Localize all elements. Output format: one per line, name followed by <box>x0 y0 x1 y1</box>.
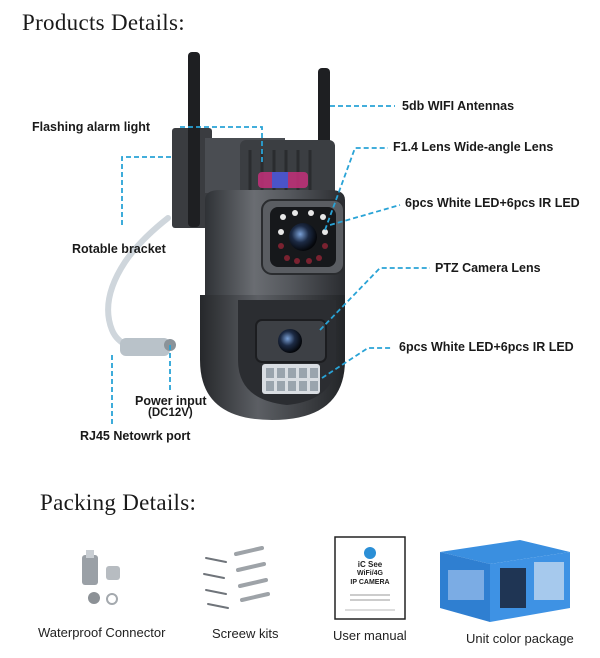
rj45-connector <box>120 338 170 356</box>
manual-line2: IP CAMERA <box>350 579 390 586</box>
callout-lens-f14: F1.4 Lens Wide-angle Lens <box>393 140 554 154</box>
packing-label-connector: Waterproof Connector <box>38 625 166 640</box>
callout-ptz-lens: PTZ Camera Lens <box>435 261 541 275</box>
user-manual-image <box>334 536 406 620</box>
manual-brand: iC See <box>357 560 383 569</box>
callout-led-top: 6pcs White LED+6pcs IR LED <box>405 196 580 210</box>
color-package-image <box>440 540 570 622</box>
manual-line1: WiFi/4G <box>357 570 383 577</box>
callout-antennas: 5db WIFI Antennas <box>402 99 515 113</box>
packing-title: Packing Details: <box>40 490 197 515</box>
callout-power-voltage: (DC12V) <box>148 407 193 419</box>
callout-power-input: Power input <box>135 394 207 408</box>
left-antenna <box>188 52 200 227</box>
callout-alarm-light: Flashing alarm light <box>32 120 151 134</box>
callout-bracket: Rotable bracket <box>72 242 166 256</box>
camera-illustration <box>105 52 345 420</box>
packing-label-screws: Screew kits <box>212 626 279 641</box>
packing-label-manual: User manual <box>333 628 407 643</box>
callout-led-bottom: 6pcs White LED+6pcs IR LED <box>399 340 574 354</box>
packing-label-package: Unit color package <box>466 631 574 646</box>
products-title: Products Details: <box>22 10 185 35</box>
callout-rj45: RJ45 Netowrk port <box>80 429 191 443</box>
screw-kits-image <box>203 546 270 609</box>
waterproof-connector-image <box>82 550 120 605</box>
callout-lines <box>111 105 430 425</box>
